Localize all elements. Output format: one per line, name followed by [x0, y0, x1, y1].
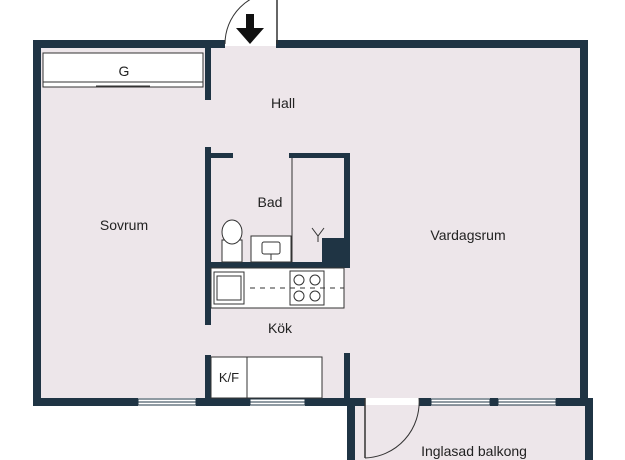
- kitchen-sink-icon: [213, 271, 245, 305]
- fridge-label: K/F: [219, 370, 239, 385]
- room-label-vardagsrum: Vardagsrum: [430, 227, 505, 243]
- kitchen-counter: [210, 267, 345, 309]
- stove-icon: [289, 270, 325, 306]
- balcony-wall-right: [585, 398, 593, 460]
- wall-bottom-3: [305, 398, 365, 406]
- wall-bottom-6: [556, 398, 588, 406]
- hall-wall-stub: [205, 48, 211, 100]
- interior-walls: [205, 147, 350, 398]
- bathroom-fixtures: [221, 158, 344, 263]
- wall-left: [33, 40, 41, 406]
- room-label-hall: Hall: [271, 95, 295, 111]
- balcony-door: [364, 397, 420, 459]
- balcony-wall-left: [347, 398, 355, 460]
- wall-bottom-2: [196, 398, 250, 406]
- wall-top-right: [276, 40, 588, 48]
- entrance-arrow-icon: [236, 14, 264, 44]
- shower-area: [322, 238, 344, 262]
- room-label-balcony: Inglasad balkong: [421, 443, 527, 459]
- toilet-icon: [221, 219, 243, 263]
- shower-icon: [311, 227, 325, 242]
- wardrobe-label: G: [119, 63, 130, 79]
- wardrobe: [42, 52, 204, 88]
- wall-bottom-4: [419, 398, 431, 406]
- wall-bottom-1: [33, 398, 138, 406]
- windows: [137, 398, 557, 406]
- room-label-sovrum: Sovrum: [100, 217, 148, 233]
- outer-walls: [33, 40, 593, 460]
- room-label-kok: Kök: [268, 320, 293, 336]
- apartment-floor: [40, 46, 580, 398]
- balcony-floor: [355, 405, 585, 460]
- wall-top-left: [33, 40, 225, 48]
- room-label-bad: Bad: [258, 194, 283, 210]
- wall-right: [580, 40, 588, 406]
- fridge-counter: [210, 356, 323, 399]
- wall-bottom-5: [490, 398, 498, 406]
- entrance-door: [224, 0, 278, 45]
- sink-icon: [250, 235, 292, 263]
